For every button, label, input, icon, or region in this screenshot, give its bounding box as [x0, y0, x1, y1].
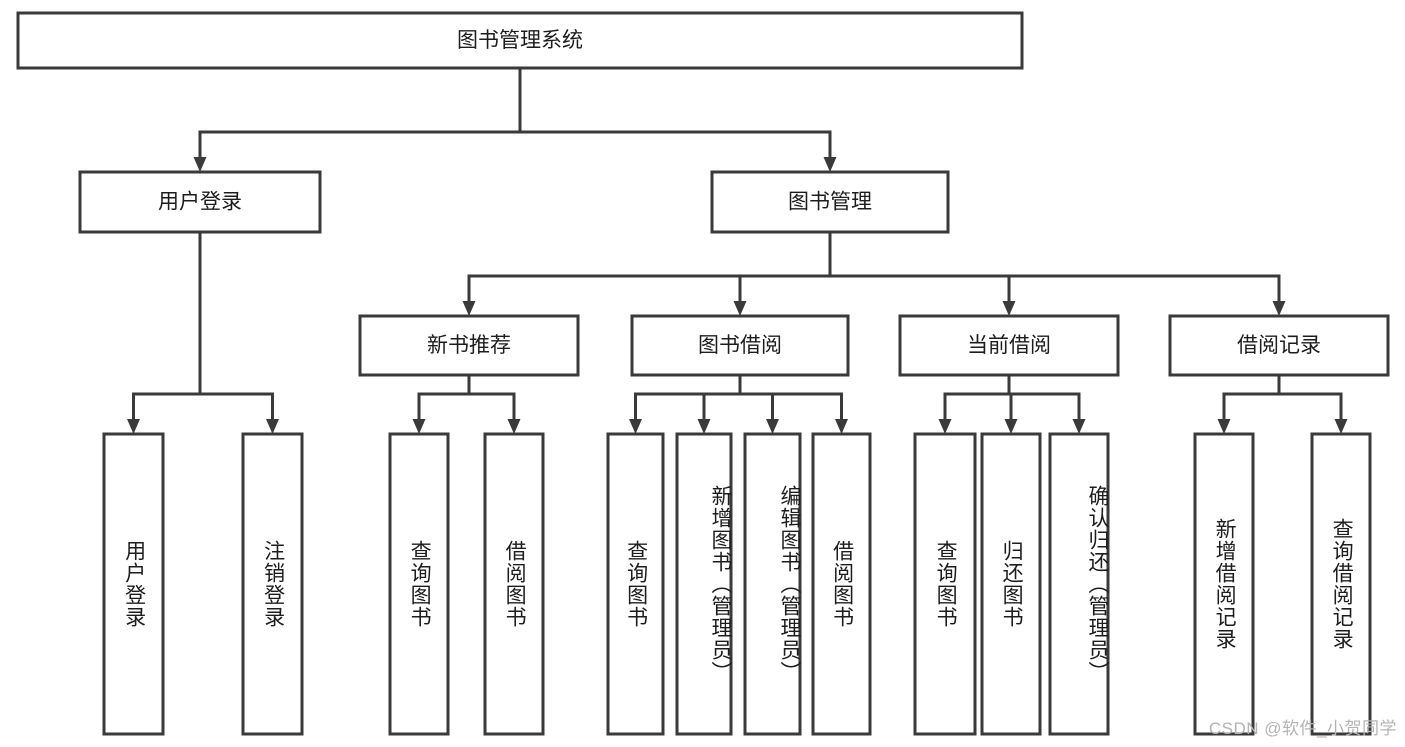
arrow-head-icon: [835, 419, 848, 434]
arrow-head-icon: [507, 419, 521, 434]
node-box-leaf-borrow-book-2[interactable]: [811, 432, 872, 736]
node-box-leaf-add-book-admin[interactable]: [675, 432, 733, 736]
arrow-head-icon: [1217, 419, 1231, 434]
arrow-head-icon: [1272, 301, 1286, 316]
node-label-current-borrow: 当前借阅: [967, 334, 1051, 357]
node-box-leaf-borrow-book-1[interactable]: [483, 432, 545, 736]
node-box-root[interactable]: [16, 11, 1024, 70]
arrow-head-icon: [266, 419, 279, 434]
arrow-head-icon: [1002, 301, 1016, 316]
arrow-head-icon: [1334, 419, 1348, 434]
node-box-book-borrow[interactable]: [630, 314, 850, 377]
connectors-layer: [127, 66, 1348, 434]
boxes-layer: [16, 11, 1390, 736]
node-label-root: 图书管理系统: [457, 29, 583, 52]
arrow-head-icon: [823, 157, 837, 172]
arrow-head-icon: [766, 419, 779, 434]
arrow-head-icon: [733, 301, 747, 316]
node-label-borrow-record: 借阅记录: [1237, 334, 1321, 357]
csdn-watermark: CSDN @软件_小贺同学: [1208, 719, 1397, 738]
node-label-book-borrow: 图书借阅: [698, 334, 782, 357]
node-box-borrow-record[interactable]: [1168, 314, 1390, 377]
node-label-new-book-recommend: 新书推荐: [427, 334, 511, 357]
arrow-head-icon: [697, 419, 711, 434]
node-box-leaf-return-book[interactable]: [980, 432, 1042, 736]
node-box-current-borrow[interactable]: [898, 314, 1120, 377]
arrow-head-icon: [938, 419, 952, 434]
node-label-user-login: 用户登录: [158, 191, 242, 214]
arrow-head-icon: [127, 419, 140, 434]
node-box-book-management[interactable]: [710, 170, 950, 234]
node-box-leaf-logout[interactable]: [241, 432, 304, 736]
node-box-leaf-edit-book-admin[interactable]: [743, 432, 802, 736]
node-box-leaf-user-login[interactable]: [102, 432, 165, 736]
node-box-leaf-query-borrow-record[interactable]: [1310, 432, 1372, 736]
arrow-head-icon: [1004, 419, 1018, 434]
node-box-leaf-query-book-2[interactable]: [606, 432, 665, 736]
node-box-leaf-add-borrow-record[interactable]: [1193, 432, 1255, 736]
arrow-head-icon: [412, 419, 426, 434]
arrow-head-icon: [462, 301, 476, 316]
arrow-head-icon: [193, 157, 207, 172]
node-box-leaf-query-book-3[interactable]: [913, 432, 977, 736]
node-box-new-book-recommend[interactable]: [358, 314, 580, 377]
node-box-leaf-query-book-1[interactable]: [388, 432, 450, 736]
arrow-head-icon: [1072, 419, 1086, 434]
node-box-user-login[interactable]: [78, 170, 322, 234]
node-label-book-management: 图书管理: [788, 191, 872, 214]
node-box-leaf-confirm-return-admin[interactable]: [1048, 432, 1110, 736]
arrow-head-icon: [629, 419, 642, 434]
